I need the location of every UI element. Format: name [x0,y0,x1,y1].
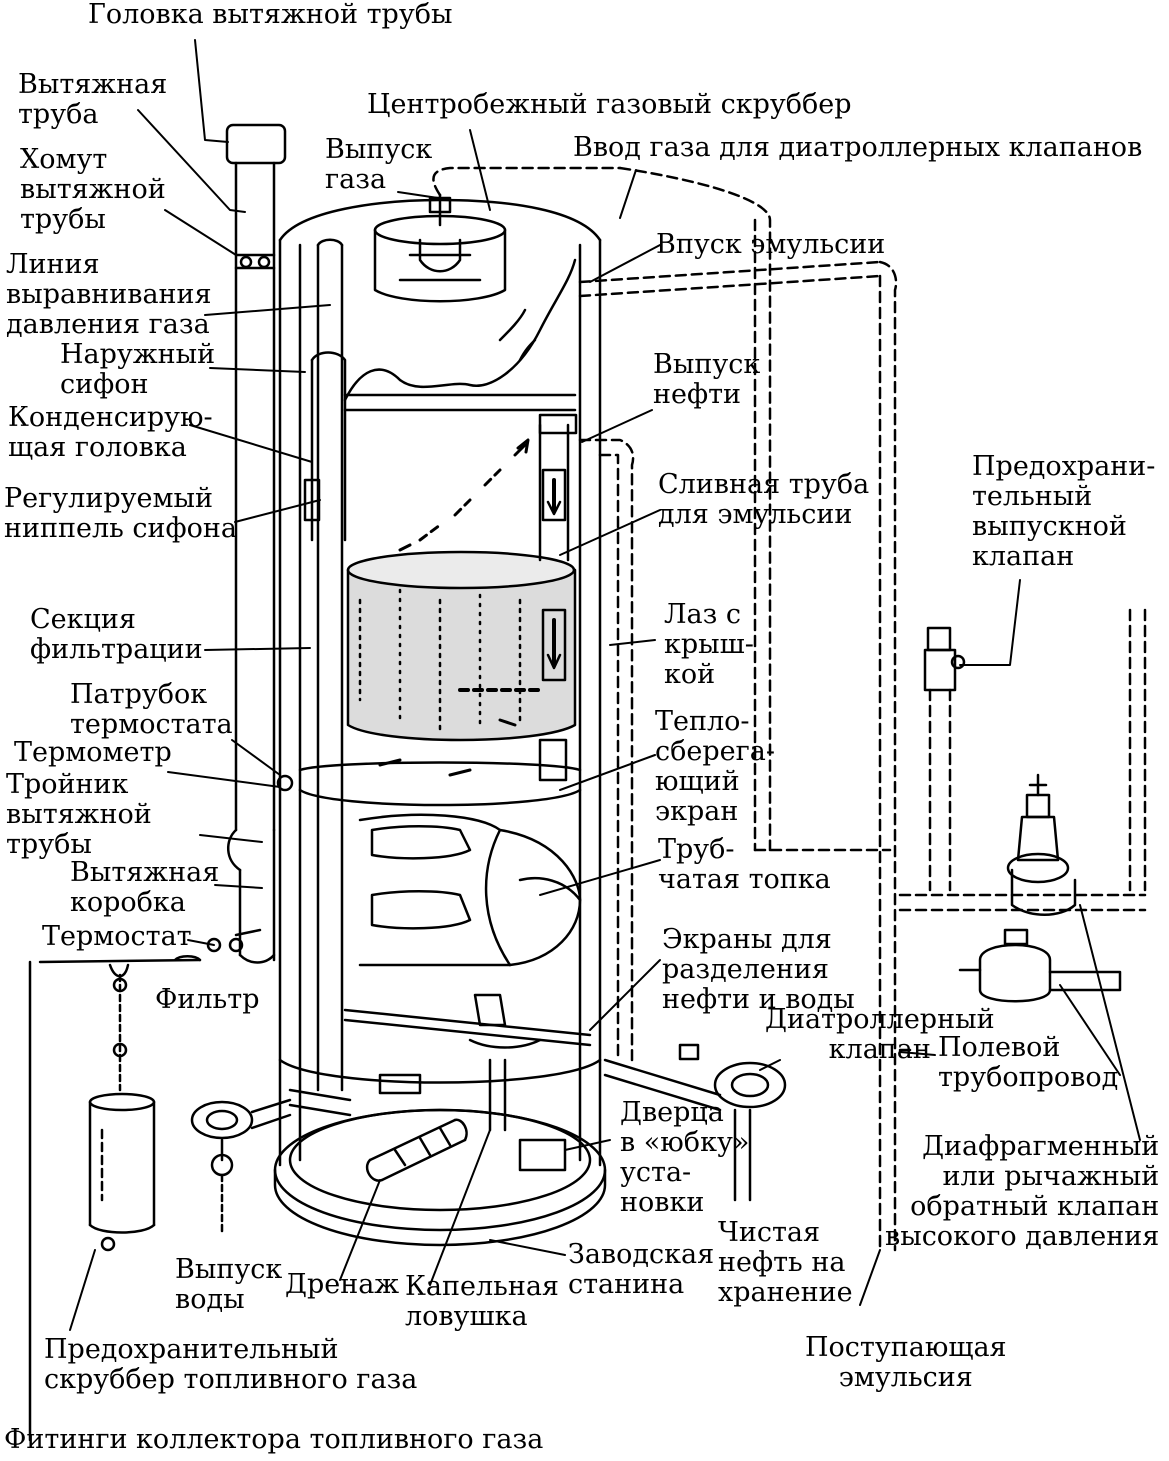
label-drip-trap: Капельная ловушка [405,1271,559,1332]
filter-section [346,550,577,742]
label-clean-oil: Чистая нефть на хранение [718,1217,853,1308]
heat-saving-screen [298,761,582,807]
gas-inlet-line [432,166,892,852]
label-filter: Фильтр [155,984,260,1015]
gas-equalizing-line [316,238,344,1092]
skirt-door [518,1138,567,1172]
label-relief-valve: Предохрани- тельный выпускной клапан [972,451,1156,572]
flow-arrows [378,438,530,777]
label-gas-inlet-valves: Ввод газа для диатроллерных клапанов [573,132,1143,163]
outer-siphon [303,351,347,542]
label-pressure-line: Линия выравнивания давления газа [6,249,212,340]
field-valve [958,928,1122,1003]
separation-screens [343,993,592,1049]
label-exhaust-pipe: Вытяжная труба [18,69,168,130]
label-water-outlet: Выпуск воды [175,1254,283,1315]
label-filter-section: Секция фильтрации [30,604,203,665]
label-incoming-emulsion: Поступающая эмульсия [805,1332,1007,1393]
label-field-pipeline: Полевой трубопровод [938,1032,1119,1093]
label-emulsion-inlet: Впуск эмульсии [656,229,886,260]
lower-box [378,1058,507,1132]
label-siphon-nipple: Регулируемый ниппель сифона [4,483,237,544]
label-drain: Дренаж [285,1269,400,1300]
label-skirt-door: Дверца в «юбку» уста- новки [620,1097,750,1218]
label-dia-valve: Диатроллерный клапан [765,1004,995,1065]
diatroller-valve [603,1043,787,1202]
label-thermostat-nozzle: Патрубок термостата [70,679,233,740]
label-outer-siphon: Наружный сифон [60,339,216,400]
label-centrifugal-scrubber: Центробежный газовый скруббер [367,89,852,120]
leader-lines [69,39,1141,1331]
label-safety-scrubber: Предохранительный скруббер топливного га… [44,1334,418,1395]
fire-tube [358,813,582,967]
cutaway-edge [343,258,577,412]
label-check-valve: Диафрагменный или рычажный обратный клап… [885,1131,1160,1252]
label-manifold-fittings: Фитинги коллектора топливного газа [4,1424,544,1455]
label-exhaust-tee: Тройник вытяжной трубы [6,769,152,860]
label-oil-outlet: Выпуск нефти [653,349,761,410]
label-exhaust-box: Вытяжная коробка [70,857,220,918]
oil-outlet-line [578,438,635,1062]
check-valve [1006,773,1077,916]
emulsion-drain-pipe [538,413,578,782]
drip-trap [365,1118,468,1182]
label-pipe-clamp: Хомут вытяжной трубы [20,144,166,235]
water-outlet-valve [190,1088,352,1237]
label-gas-outlet: Выпуск газа [325,134,433,195]
label-manhole: Лаз с крыш- кой [664,599,754,690]
label-factory-base: Заводская станина [568,1239,715,1300]
label-fire-tube: Труб- чатая топка [658,834,831,895]
label-thermostat: Термостат [42,921,192,952]
label-exhaust-head: Головка вытяжной трубы [88,0,453,30]
relief-valve [898,608,1147,912]
label-emulsion-drain: Сливная труба для эмульсии [658,469,870,530]
exhaust-stack [225,123,287,964]
factory-base [273,1108,607,1247]
label-separation-screens: Экраны для разделения нефти и воды [662,924,855,1015]
emulsion-inlet-line [578,260,898,1252]
label-heat-shield: Тепло- сберега- ющий экран [655,706,775,827]
label-thermometer: Термометр [14,737,172,768]
fuel-gas-scrubber [88,973,156,1252]
label-condensing-head: Конденсирую- щая головка [8,402,213,463]
centrifugal-scrubber [373,193,507,303]
